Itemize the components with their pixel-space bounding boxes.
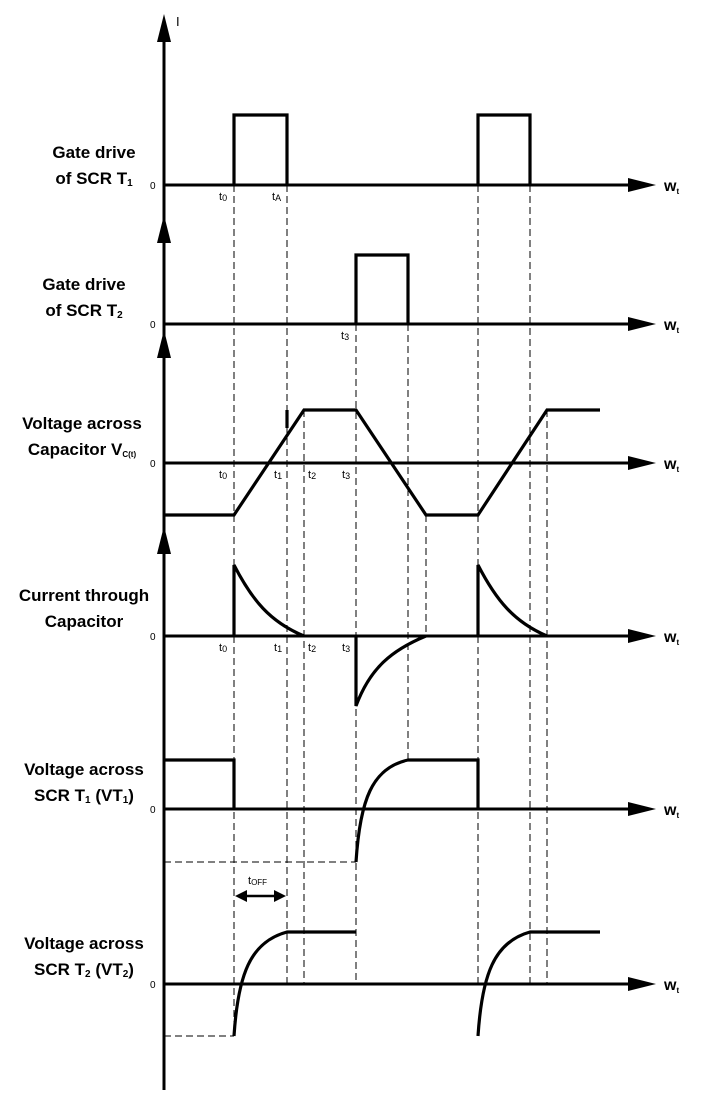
x-axis-p4 xyxy=(164,629,656,643)
zero-label-p2: 0 xyxy=(150,320,156,331)
capacitor-current-negative-pulse xyxy=(354,634,427,707)
tick-label-p4-t3: t3 xyxy=(342,642,350,654)
tick-label-p1-t0: t0 xyxy=(219,191,227,203)
tick-label-p1-tA: tA xyxy=(272,191,281,203)
svg-text:Capacitor VC(t): Capacitor VC(t) xyxy=(28,440,137,459)
panel-label-scr-t2-voltage: Voltage across SCR T2 (VT2) xyxy=(24,934,144,980)
wt-label-p4: wt xyxy=(663,629,679,647)
capacitor-current-pulse-1 xyxy=(232,564,305,638)
svg-text:SCR T1 (VT1): SCR T1 (VT1) xyxy=(34,786,134,806)
tick-label-p3-t1: t1 xyxy=(274,469,282,481)
toff-label: tOFF xyxy=(248,875,267,887)
toff-double-arrow xyxy=(235,890,286,902)
panel-label-capacitor-current: Current through Capacitor xyxy=(19,586,149,631)
svg-text:Capacitor: Capacitor xyxy=(45,612,124,631)
zero-label-p6: 0 xyxy=(150,980,156,991)
scr-t2-voltage-recovery-1 xyxy=(232,930,356,1037)
axis-arrowhead-p2 xyxy=(157,215,171,243)
tick-label-p4-t1: t1 xyxy=(274,642,282,654)
svg-text:Current through: Current through xyxy=(19,586,149,605)
y-axis-label: I xyxy=(176,14,180,29)
zero-label-p1: 0 xyxy=(150,181,156,192)
capacitor-current-pulse-2 xyxy=(476,564,548,638)
x-axis-p3 xyxy=(164,456,656,470)
wt-label-p5: wt xyxy=(663,802,679,820)
x-axis-p1 xyxy=(164,178,656,192)
svg-text:of SCR T2: of SCR T2 xyxy=(45,301,123,321)
tick-label-p2-t3: t3 xyxy=(341,330,349,342)
tick-label-p3-t2: t2 xyxy=(308,469,316,481)
x-axis-p5 xyxy=(164,802,656,816)
wt-label-p6: wt xyxy=(663,977,679,995)
tick-label-p4-t2: t2 xyxy=(308,642,316,654)
scr-t1-voltage-block-1 xyxy=(164,758,236,809)
panel-label-gate-drive-t2: Gate drive of SCR T2 xyxy=(42,275,125,321)
panel-label-capacitor-voltage: Voltage across Capacitor VC(t) xyxy=(22,414,142,459)
x-axis-p2 xyxy=(164,317,656,331)
axis-arrowhead-p3 xyxy=(157,330,171,358)
svg-text:Gate drive: Gate drive xyxy=(52,143,135,162)
tick-label-p3-t3: t3 xyxy=(342,469,350,481)
tick-label-p4-t0: t0 xyxy=(219,642,227,654)
svg-text:Voltage across: Voltage across xyxy=(24,934,144,953)
x-axis-p6 xyxy=(164,977,656,991)
capacitor-voltage-waveform xyxy=(164,408,600,517)
zero-label-p5: 0 xyxy=(150,805,156,816)
tick-label-p3-t0: t0 xyxy=(219,469,227,481)
svg-text:Voltage across: Voltage across xyxy=(24,760,144,779)
y-axis-arrowhead xyxy=(157,14,171,42)
zero-label-p4: 0 xyxy=(150,632,156,643)
scr-t2-voltage-recovery-2 xyxy=(476,930,600,1037)
wt-label-p2: wt xyxy=(663,317,679,335)
gate-drive-t2-waveform xyxy=(354,253,410,324)
svg-text:SCR T2 (VT2): SCR T2 (VT2) xyxy=(34,960,134,980)
zero-label-p3: 0 xyxy=(150,459,156,470)
dashed-guides xyxy=(164,185,548,1037)
svg-text:of SCR T1: of SCR T1 xyxy=(55,169,133,189)
gate-drive-t1-waveform xyxy=(232,113,532,185)
panel-label-scr-t1-voltage: Voltage across SCR T1 (VT1) xyxy=(24,760,144,806)
scr-t1-voltage-recovery xyxy=(354,758,480,863)
wt-label-p1: wt xyxy=(663,178,679,196)
panel-label-gate-drive-t1: Gate drive of SCR T1 xyxy=(52,143,135,189)
svg-text:Gate drive: Gate drive xyxy=(42,275,125,294)
axis-arrowhead-p4 xyxy=(157,526,171,554)
wt-label-p3: wt xyxy=(663,456,679,474)
svg-text:Voltage across: Voltage across xyxy=(22,414,142,433)
